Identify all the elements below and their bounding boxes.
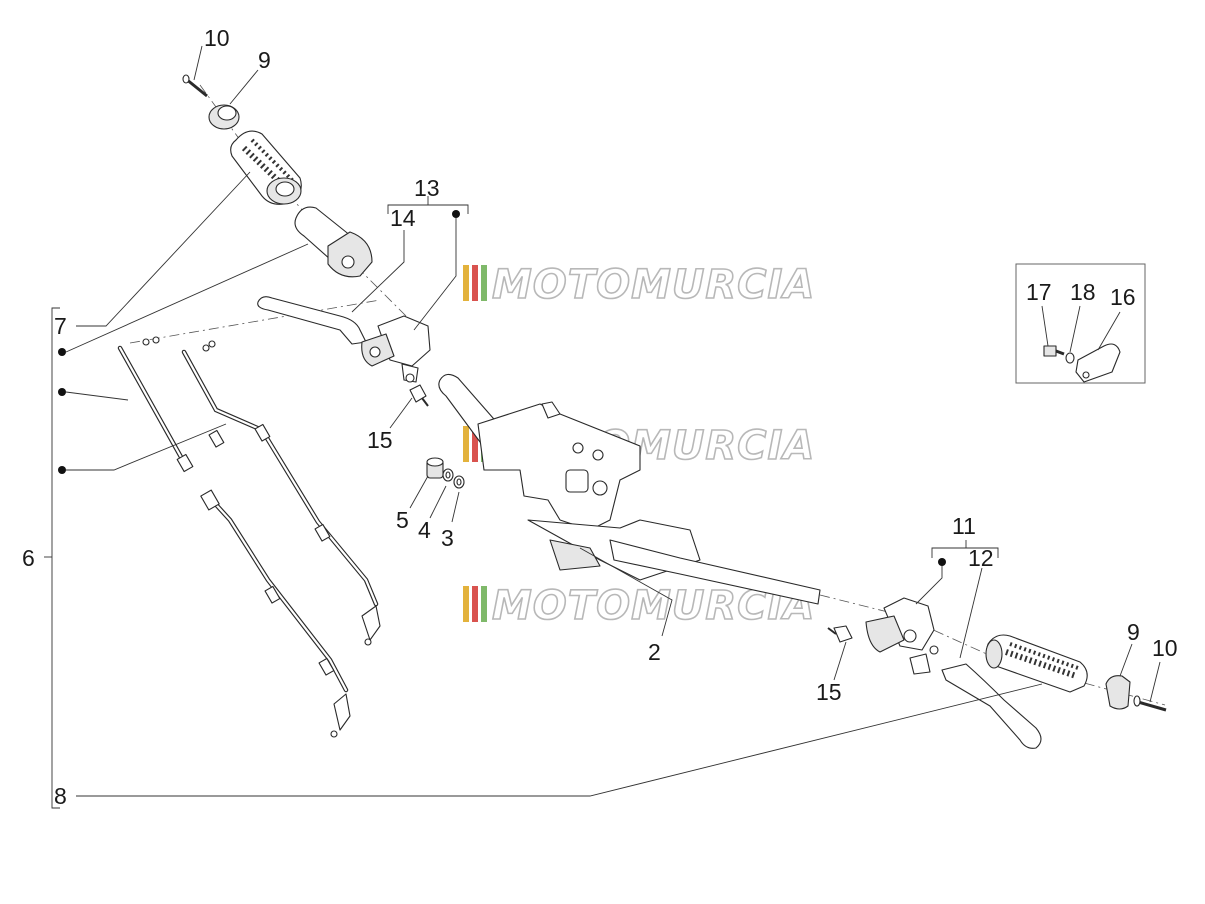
callout-17: 17 (1026, 279, 1052, 305)
callout-9-right: 9 (1127, 619, 1140, 645)
leader-10-right (1149, 661, 1161, 703)
watermark-stripe (472, 586, 478, 622)
bar-end-weight-right (1105, 675, 1131, 710)
callout-3: 3 (441, 525, 454, 551)
kit-dot-6a (58, 348, 66, 356)
choke-cable (200, 489, 351, 738)
callout-12: 12 (968, 545, 994, 571)
leader-13-dot (413, 214, 457, 331)
callout-18: 18 (1070, 279, 1096, 305)
assembly-axis-right (819, 594, 1166, 706)
leader-16 (1097, 311, 1121, 351)
watermark-stripe (472, 265, 478, 301)
leader-12 (959, 567, 983, 659)
callout-4: 4 (418, 517, 431, 543)
kit-dot-11 (938, 558, 946, 566)
watermark-stripe (463, 265, 469, 301)
callout-15-left: 15 (367, 427, 393, 453)
callout-6: 6 (22, 545, 35, 571)
clamp-16 (1075, 343, 1121, 383)
leader-17 (1041, 305, 1049, 347)
throttle-cable-1 (117, 336, 194, 473)
washer-18 (1065, 352, 1075, 364)
bar-end-screw-right (1133, 695, 1167, 712)
watermark-stripe (481, 586, 487, 622)
leader-2 (579, 547, 673, 637)
leader-7 (76, 171, 251, 327)
spacer-5 (426, 457, 444, 479)
kit-dot-6c (58, 466, 66, 474)
throttle-cable-2 (181, 340, 381, 646)
brake-lever-left (257, 296, 367, 345)
leader-14 (351, 230, 405, 313)
callout-7: 7 (54, 313, 67, 339)
master-cylinder-right (865, 597, 939, 675)
bar-end-weight-left (208, 104, 240, 130)
kit-dot-6b (58, 388, 66, 396)
leader-9-right (1119, 643, 1133, 677)
bracket-6 (51, 307, 60, 809)
callout-13: 13 (414, 175, 440, 201)
brake-switch-left (409, 384, 429, 407)
handlebar-grip-right (985, 634, 1088, 693)
washer-4 (442, 468, 454, 482)
leader-11-dot (915, 558, 943, 605)
watermark-stripe (472, 426, 478, 462)
leader-9-top (229, 69, 259, 105)
callout-10-top: 10 (204, 25, 230, 51)
callout-5: 5 (396, 507, 409, 533)
leader-cable-1 (65, 391, 129, 401)
leader-15-left (389, 397, 413, 429)
inset-box (1015, 263, 1146, 384)
watermark-stripe (463, 426, 469, 462)
leader-15-right (833, 641, 847, 681)
leader-10-top (193, 45, 203, 81)
handlebar-grip-left (230, 130, 302, 205)
master-cylinder-left (361, 315, 431, 383)
leader-18 (1069, 305, 1081, 353)
leader-7-throttle (65, 243, 309, 353)
screw-17 (1043, 345, 1065, 357)
leader-4 (429, 485, 447, 519)
watermark-stripe (463, 586, 469, 622)
callout-16: 16 (1110, 284, 1136, 310)
handlebar-frame (438, 373, 821, 605)
callout-10-right: 10 (1152, 635, 1178, 661)
leader-5 (409, 475, 429, 509)
callout-14: 14 (390, 205, 416, 231)
callout-15-right: 15 (816, 679, 842, 705)
bracket-11 (931, 547, 999, 558)
callout-2: 2 (648, 639, 661, 665)
watermark-stripe (481, 265, 487, 301)
callout-11: 11 (952, 513, 976, 539)
leader-cable-2 (66, 423, 227, 471)
leader-3 (451, 491, 460, 523)
bar-end-screw-left (182, 74, 208, 98)
brake-lever-right (941, 663, 1042, 749)
callout-8: 8 (54, 783, 67, 809)
callout-9-top: 9 (258, 47, 271, 73)
assembly-axis-cable (129, 299, 381, 344)
throttle-control (294, 206, 373, 278)
brake-switch-right (827, 625, 853, 643)
washer-3 (453, 475, 465, 489)
watermark-text: MOTOMURCIA (492, 262, 815, 308)
watermark-top: MOTOMURCIA (463, 261, 815, 309)
leader-8 (76, 683, 1043, 797)
kit-dot-13 (452, 210, 460, 218)
